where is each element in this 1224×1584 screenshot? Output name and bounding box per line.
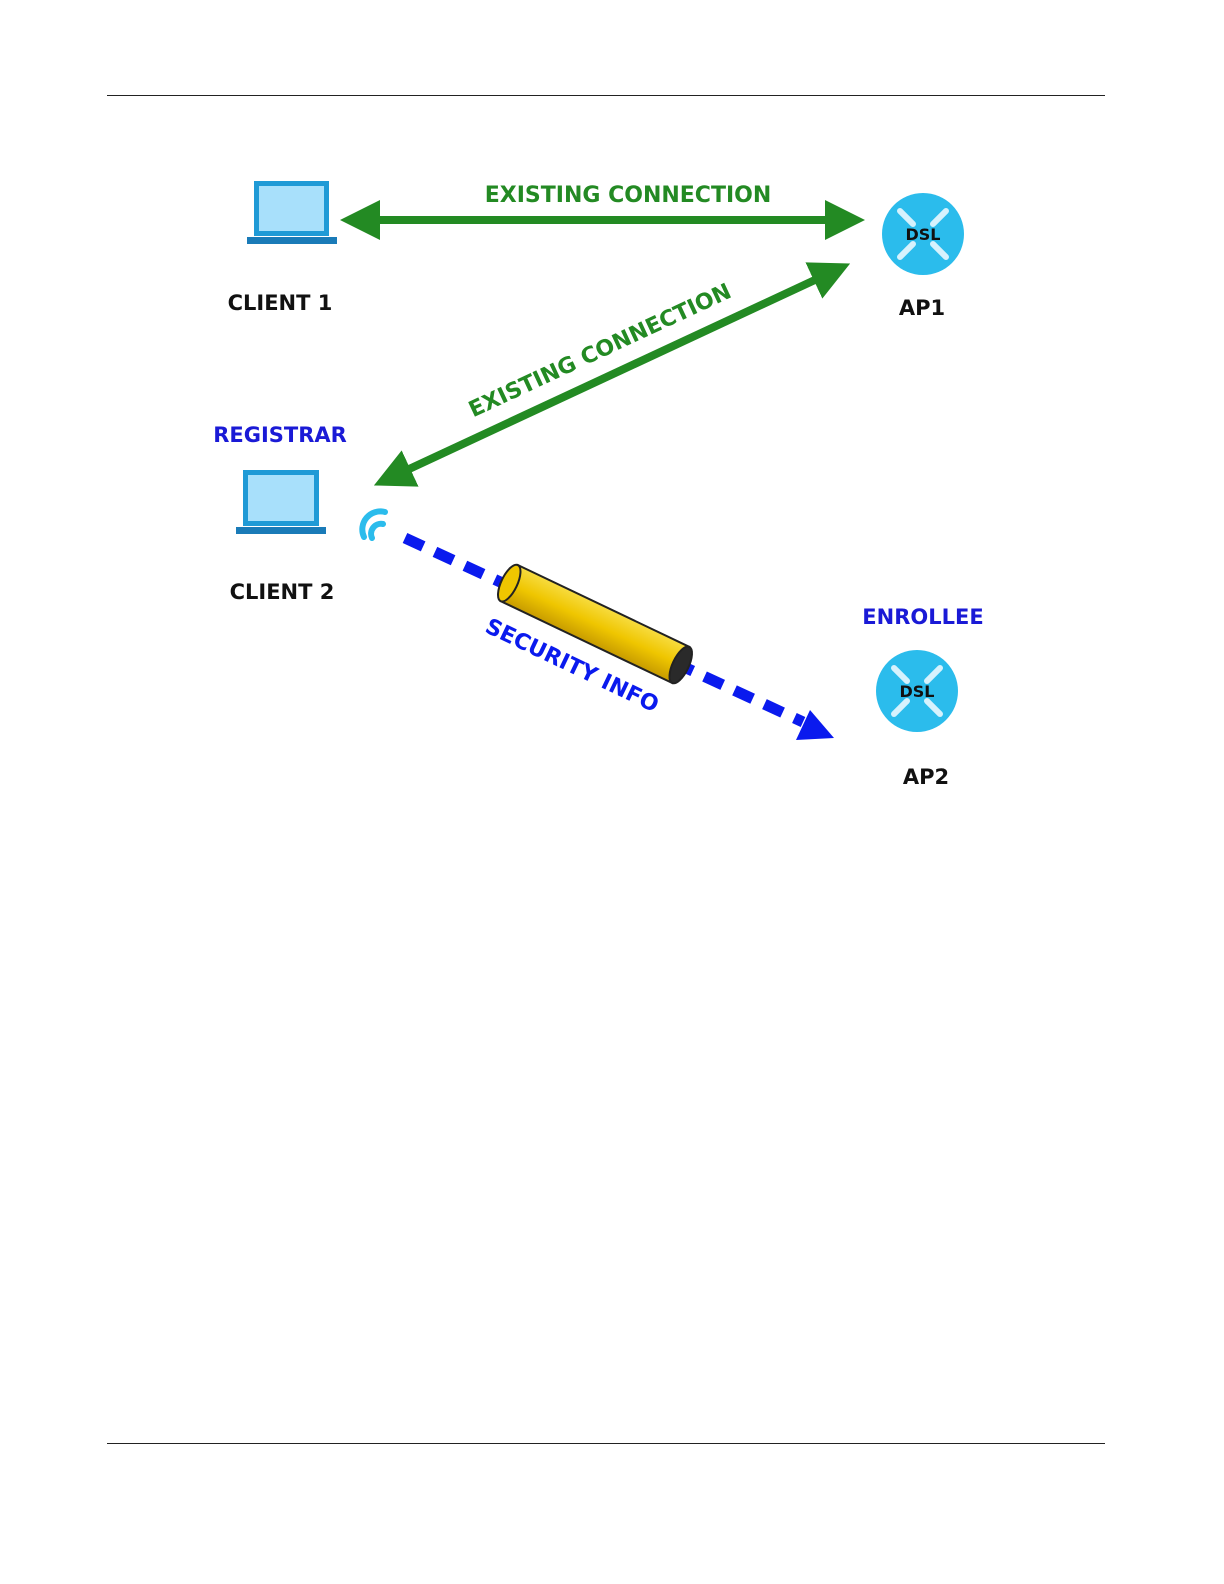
ap1-dsl-badge: DSL (906, 225, 941, 244)
wireless-signal-icon (362, 511, 385, 538)
ap2-dsl-badge: DSL (900, 682, 935, 701)
client2-label: CLIENT 2 (230, 580, 335, 604)
client1-laptop-icon (247, 181, 337, 244)
ap1-label: AP1 (899, 296, 945, 320)
client1-label: CLIENT 1 (228, 291, 333, 315)
client2-laptop-icon (236, 470, 326, 534)
enrollee-role-label: ENROLLEE (862, 605, 983, 629)
ap2-label: AP2 (903, 765, 949, 789)
registrar-role-label: REGISTRAR (213, 423, 347, 447)
existing-connection-label-1: EXISTING CONNECTION (485, 183, 772, 208)
existing-connection-label-2: EXISTING CONNECTION (465, 279, 735, 423)
security-info-arrowhead (796, 710, 834, 740)
existing-connection-arrow-2 (392, 272, 832, 477)
